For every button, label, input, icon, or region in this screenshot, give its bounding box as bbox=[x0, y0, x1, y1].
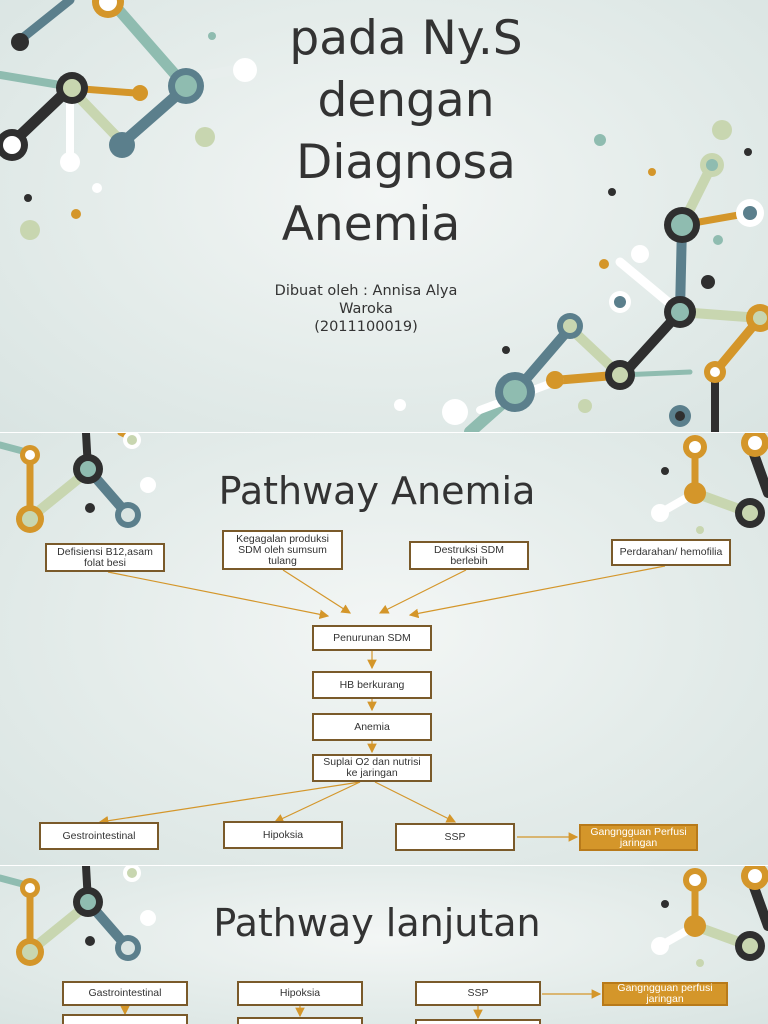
node-partial bbox=[62, 1014, 188, 1024]
node-penurunan-sdm: Penurunan SDM bbox=[312, 625, 432, 651]
author-id: (2011100019) bbox=[314, 319, 418, 335]
node-hipoksia: Hipoksia bbox=[237, 981, 363, 1006]
pathway-continued-arrows bbox=[120, 989, 602, 1020]
node-suplai-o2: Suplai O2 dan nutrisi ke jaringan bbox=[312, 754, 432, 782]
node-kegagalan-produksi: Kegagalan produksi SDM oleh sumsum tulan… bbox=[222, 530, 343, 570]
node-hb-berkurang: HB berkurang bbox=[312, 671, 432, 699]
node-partial bbox=[415, 1019, 541, 1024]
node-destruksi-sdm: Destruksi SDM berlebih bbox=[409, 541, 529, 570]
title-line: Diagnosa bbox=[296, 135, 516, 190]
node-ssp: SSP bbox=[415, 981, 541, 1006]
pathway-slide: Pathway Anemia Defisiensi B12,asam folat… bbox=[0, 433, 768, 865]
node-gastrointestinal: Gestrointestinal bbox=[39, 822, 159, 850]
pathway-arrows bbox=[98, 565, 666, 842]
author-line: Waroka bbox=[339, 301, 393, 317]
node-partial bbox=[237, 1017, 363, 1024]
node-hipoksia: Hipoksia bbox=[223, 821, 343, 849]
title-slide-heading: pada Ny.S dengan Diagnosa Anemia bbox=[226, 8, 586, 256]
node-gangguan-perfusi: Gangngguan perfusi jaringan bbox=[602, 982, 728, 1006]
author-info: Dibuat oleh : Annisa Alya Waroka (201110… bbox=[258, 282, 474, 336]
title-line: dengan bbox=[317, 73, 495, 128]
title-line: Anemia bbox=[281, 197, 461, 252]
node-ssp: SSP bbox=[395, 823, 515, 851]
pathway-title: Pathway Anemia bbox=[218, 469, 536, 513]
pathway-continued-slide: Pathway lanjutan Gastrointestinal Hipoks… bbox=[0, 866, 768, 1024]
author-line: Dibuat oleh : Annisa Alya bbox=[274, 283, 458, 299]
title-slide: pada Ny.S dengan Diagnosa Anemia Dibuat … bbox=[0, 0, 768, 432]
node-gangguan-perfusi: Gangngguan Perfusi jaringan bbox=[579, 824, 698, 851]
node-defisiensi: Defisiensi B12,asam folat besi bbox=[45, 543, 165, 572]
node-perdarahan: Perdarahan/ hemofilia bbox=[611, 539, 731, 566]
title-line: pada Ny.S bbox=[289, 11, 523, 66]
molecule-decoration bbox=[0, 866, 768, 967]
pathway-continued-title: Pathway lanjutan bbox=[213, 901, 541, 945]
node-gastrointestinal: Gastrointestinal bbox=[62, 981, 188, 1006]
molecule-decoration bbox=[0, 433, 768, 534]
molecule-decoration bbox=[0, 0, 768, 432]
node-anemia: Anemia bbox=[312, 713, 432, 741]
